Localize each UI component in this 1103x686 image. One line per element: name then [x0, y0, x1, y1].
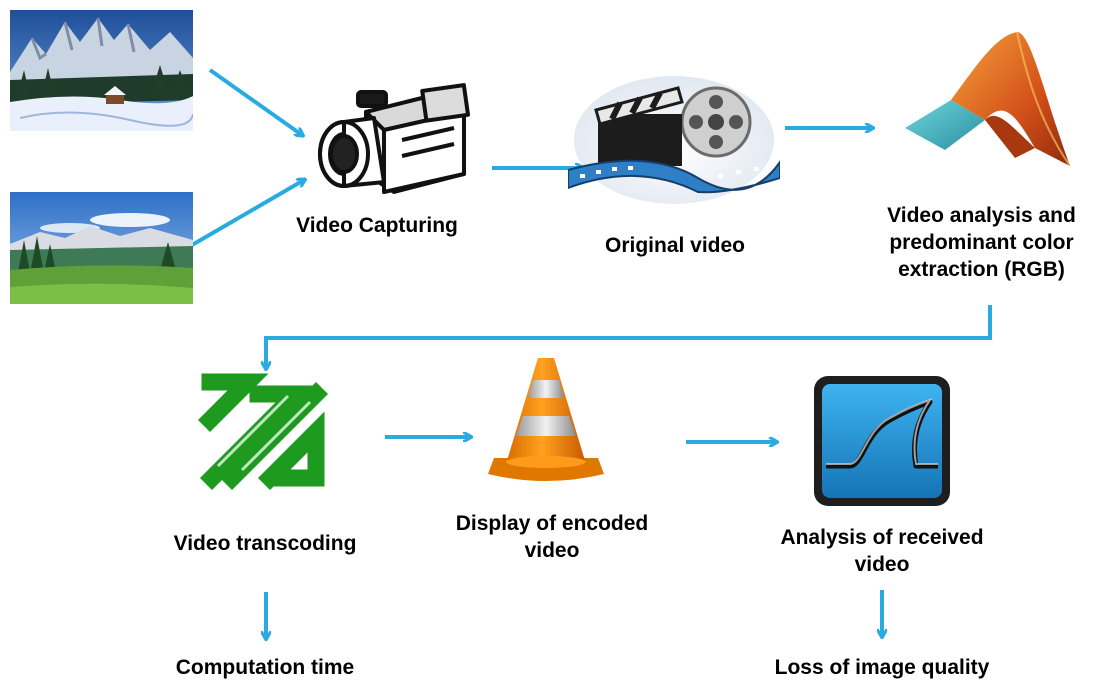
film-clapper-reel-icon [568, 76, 780, 204]
label-display-encoded-video: Display of encoded video [455, 512, 649, 562]
arrow-snow-to-camera [208, 68, 302, 135]
wireshark-fin-icon [814, 376, 950, 506]
label-video-transcoding: Video transcoding [173, 532, 357, 555]
label-analysis-received-video: Analysis of received video [780, 526, 984, 576]
label-computation-time: Computation time [175, 656, 355, 679]
vlc-cone-icon [488, 358, 604, 481]
label-loss-image-quality: Loss of image quality [774, 656, 990, 679]
arrow-analysis-to-transcoding [266, 305, 992, 368]
label-video-analysis: Video analysis and predominant color ext… [887, 204, 1076, 281]
label-original-video: Original video [604, 234, 746, 257]
video-camera-icon [318, 83, 471, 194]
ffmpeg-logo-icon [198, 373, 329, 490]
snowy-mountain-photo [10, 10, 193, 131]
label-video-capturing: Video Capturing [296, 214, 458, 237]
green-meadow-photo [10, 192, 193, 304]
arrow-meadow-to-camera [190, 180, 304, 247]
matlab-logo-icon [905, 31, 1070, 167]
